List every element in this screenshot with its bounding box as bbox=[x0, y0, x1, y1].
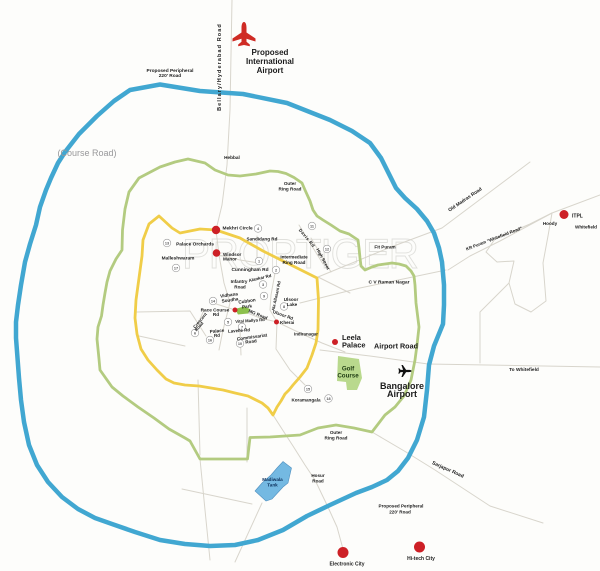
svg-text:8: 8 bbox=[283, 305, 285, 309]
svg-text:Airport Road: Airport Road bbox=[374, 342, 418, 351]
svg-text:Leela: Leela bbox=[342, 333, 362, 342]
svg-text:12: 12 bbox=[325, 248, 329, 252]
svg-text:Ulsoor Rd: Ulsoor Rd bbox=[272, 309, 294, 321]
svg-text:Mekhri Circle: Mekhri Circle bbox=[223, 226, 253, 232]
svg-text:Lake: Lake bbox=[287, 302, 298, 307]
svg-text:10: 10 bbox=[238, 342, 242, 346]
svg-text:Hebbal: Hebbal bbox=[224, 155, 240, 160]
svg-text:220' Road: 220' Road bbox=[389, 510, 411, 515]
svg-text:Cubbon: Cubbon bbox=[238, 297, 256, 304]
svg-text:Whitefield: Whitefield bbox=[575, 225, 597, 230]
svg-text:Proposed: Proposed bbox=[252, 48, 289, 57]
svg-text:Cunningham Rd: Cunningham Rd bbox=[231, 267, 268, 273]
svg-text:ITPL: ITPL bbox=[572, 214, 583, 220]
svg-text:Soudha: Soudha bbox=[221, 296, 239, 303]
svg-text:Road: Road bbox=[312, 479, 324, 484]
svg-text:Bellary/Hyderabad Road: Bellary/Hyderabad Road bbox=[217, 23, 223, 111]
svg-text:Proposed Peripheral: Proposed Peripheral bbox=[147, 68, 194, 74]
svg-text:Ulsoor: Ulsoor bbox=[284, 297, 299, 302]
svg-text:17: 17 bbox=[174, 267, 178, 271]
svg-text:Palace Orchards: Palace Orchards bbox=[176, 242, 214, 248]
svg-text:Airport: Airport bbox=[257, 66, 284, 75]
svg-text:15: 15 bbox=[306, 388, 310, 392]
svg-text:1: 1 bbox=[258, 260, 260, 264]
svg-text:220' Road: 220' Road bbox=[159, 73, 182, 79]
svg-text:Airport: Airport bbox=[387, 389, 417, 399]
svg-text:2: 2 bbox=[275, 269, 277, 273]
svg-text:Madiwala: Madiwala bbox=[262, 477, 283, 482]
svg-text:Alankar Rd: Alankar Rd bbox=[248, 273, 272, 283]
svg-text:Hoody: Hoody bbox=[543, 221, 558, 226]
svg-text:18: 18 bbox=[326, 397, 330, 401]
svg-text:3: 3 bbox=[262, 283, 264, 287]
svg-text:4: 4 bbox=[257, 227, 260, 231]
svg-text:Road: Road bbox=[194, 320, 205, 332]
svg-text:Koramangala: Koramangala bbox=[291, 398, 321, 403]
svg-text:Outer: Outer bbox=[284, 181, 296, 186]
svg-text:To Whitefield: To Whitefield bbox=[509, 367, 539, 373]
svg-text:11: 11 bbox=[310, 225, 314, 229]
svg-text:Vidhana: Vidhana bbox=[220, 291, 239, 298]
svg-text:Hosur: Hosur bbox=[311, 473, 324, 478]
svg-text:5: 5 bbox=[227, 321, 229, 325]
svg-text:Palace: Palace bbox=[209, 328, 224, 335]
svg-text:14: 14 bbox=[211, 300, 216, 304]
svg-text:Palace: Palace bbox=[342, 341, 365, 350]
svg-text:Lavelle Rd: Lavelle Rd bbox=[228, 327, 251, 334]
svg-text:Sandidang Rd: Sandidang Rd bbox=[247, 237, 278, 242]
svg-text:Ring Road: Ring Road bbox=[283, 260, 306, 265]
svg-text:16: 16 bbox=[208, 339, 212, 343]
svg-text:Commissariat: Commissariat bbox=[237, 332, 268, 341]
svg-text:9: 9 bbox=[263, 295, 265, 299]
svg-text:C V Raman Nagar: C V Raman Nagar bbox=[368, 280, 409, 286]
svg-text:Golf: Golf bbox=[342, 366, 355, 373]
svg-text:Proposed Peripheral: Proposed Peripheral bbox=[379, 504, 424, 509]
svg-text:(Course Road): (Course Road) bbox=[57, 148, 116, 158]
svg-text:Ring Road: Ring Road bbox=[279, 187, 302, 192]
svg-text:Tank: Tank bbox=[267, 483, 278, 488]
svg-text:Road: Road bbox=[234, 285, 246, 290]
svg-text:6: 6 bbox=[194, 332, 196, 336]
svg-text:Malleshwaram: Malleshwaram bbox=[162, 256, 195, 262]
svg-text:Electronic City: Electronic City bbox=[329, 562, 364, 568]
svg-text:Vital Mallya Rd: Vital Mallya Rd bbox=[235, 317, 265, 324]
svg-text:Park: Park bbox=[242, 303, 253, 309]
svg-text:Infantry: Infantry bbox=[231, 279, 248, 284]
svg-text:Fit Puram: Fit Puram bbox=[374, 245, 395, 250]
svg-text:Indiranagar: Indiranagar bbox=[294, 332, 318, 337]
svg-text:Intermediate: Intermediate bbox=[280, 255, 308, 260]
svg-text:Outer: Outer bbox=[330, 430, 342, 435]
svg-text:Bangalore: Bangalore bbox=[380, 381, 424, 391]
svg-text:Course: Course bbox=[337, 373, 359, 380]
svg-text:Rd: Rd bbox=[214, 333, 221, 339]
svg-text:Manor: Manor bbox=[223, 257, 237, 262]
svg-text:Road: Road bbox=[245, 338, 257, 345]
svg-text:7: 7 bbox=[241, 326, 243, 330]
svg-text:Windsor: Windsor bbox=[223, 252, 242, 257]
svg-text:Rd: Rd bbox=[213, 312, 219, 317]
svg-text:Ring Road: Ring Road bbox=[325, 436, 348, 441]
svg-text:International: International bbox=[246, 57, 294, 66]
svg-text:Race Course: Race Course bbox=[201, 308, 230, 313]
svg-text:13: 13 bbox=[165, 242, 169, 246]
svg-text:Kherai: Kherai bbox=[280, 320, 294, 325]
svg-text:Ala Allasani Rd: Ala Allasani Rd bbox=[270, 280, 281, 311]
svg-text:Hi-tech City: Hi-tech City bbox=[407, 556, 435, 562]
